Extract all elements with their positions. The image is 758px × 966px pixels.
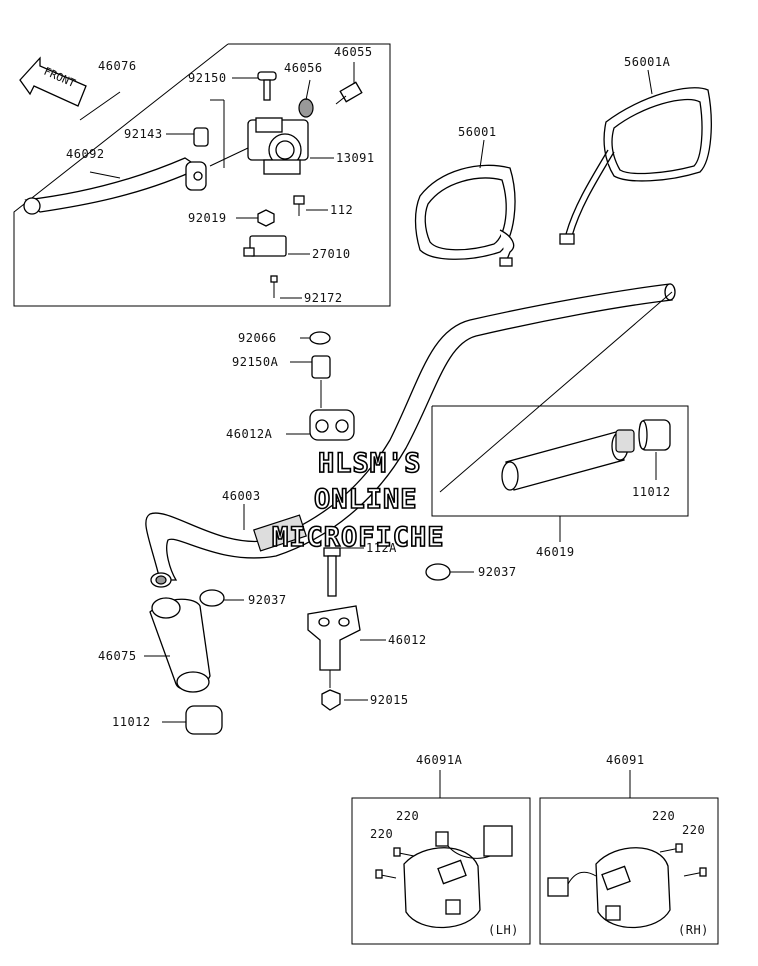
label-92066: 92066 (238, 331, 277, 345)
left-grip (144, 597, 223, 735)
label-46003: 46003 (222, 489, 261, 503)
label-46012A: 46012A (226, 427, 273, 441)
label-92172: 92172 (304, 291, 343, 305)
handlebar (145, 283, 676, 588)
label-92150A: 92150A (232, 355, 279, 369)
label-13091: 13091 (336, 151, 375, 165)
clamp-parts (199, 331, 474, 711)
grip-leaders (559, 452, 657, 542)
label-220-rh-top: 220 (652, 809, 675, 823)
lever-leaders (89, 62, 355, 299)
label-92019: 92019 (188, 211, 227, 225)
label-lh: (LH) (488, 923, 519, 937)
switch-box-lh (351, 770, 531, 945)
part-labels: 46076 92150 46056 46055 92143 46092 1309… (66, 45, 709, 937)
label-46075: 46075 (98, 649, 137, 663)
label-92015: 92015 (370, 693, 409, 707)
label-11012-right: 11012 (632, 485, 671, 499)
watermark-line-1: HLSM'S (318, 448, 422, 479)
watermark: HLSM'S ONLINE MICROFICHE (271, 447, 445, 554)
label-46091A: 46091A (416, 753, 463, 767)
label-46019: 46019 (536, 545, 575, 559)
watermark-line-3: MICROFICHE (272, 522, 445, 553)
label-220-rh-right: 220 (682, 823, 705, 837)
front-arrow-icon: FRONT (19, 56, 87, 107)
mirror-leaders (479, 69, 653, 169)
label-rh: (RH) (678, 923, 709, 937)
mirror-left (414, 164, 516, 267)
label-220-lh-left: 220 (370, 827, 393, 841)
label-220-lh-top: 220 (396, 809, 419, 823)
grip-box (431, 405, 689, 517)
label-56001A: 56001A (624, 55, 671, 69)
label-92143: 92143 (124, 127, 163, 141)
label-46056: 46056 (284, 61, 323, 75)
label-92150: 92150 (188, 71, 227, 85)
label-27010: 27010 (312, 247, 351, 261)
lever-holder (193, 71, 363, 298)
label-112A: 112A (366, 541, 397, 555)
label-92037-left: 92037 (248, 593, 287, 607)
label-46055: 46055 (334, 45, 373, 59)
watermark-line-2: ONLINE (314, 484, 418, 515)
brake-lever (23, 157, 207, 215)
lever-assembly-box (13, 43, 391, 307)
switch-box-rh (539, 770, 719, 945)
label-56001: 56001 (458, 125, 497, 139)
label-112: 112 (330, 203, 353, 217)
label-92037-right: 92037 (478, 565, 517, 579)
label-46012: 46012 (388, 633, 427, 647)
throttle-grip (501, 419, 671, 491)
mirror-right (559, 87, 712, 245)
label-46076: 46076 (98, 59, 137, 73)
label-11012-left: 11012 (112, 715, 151, 729)
label-46091: 46091 (606, 753, 645, 767)
label-46092: 46092 (66, 147, 105, 161)
